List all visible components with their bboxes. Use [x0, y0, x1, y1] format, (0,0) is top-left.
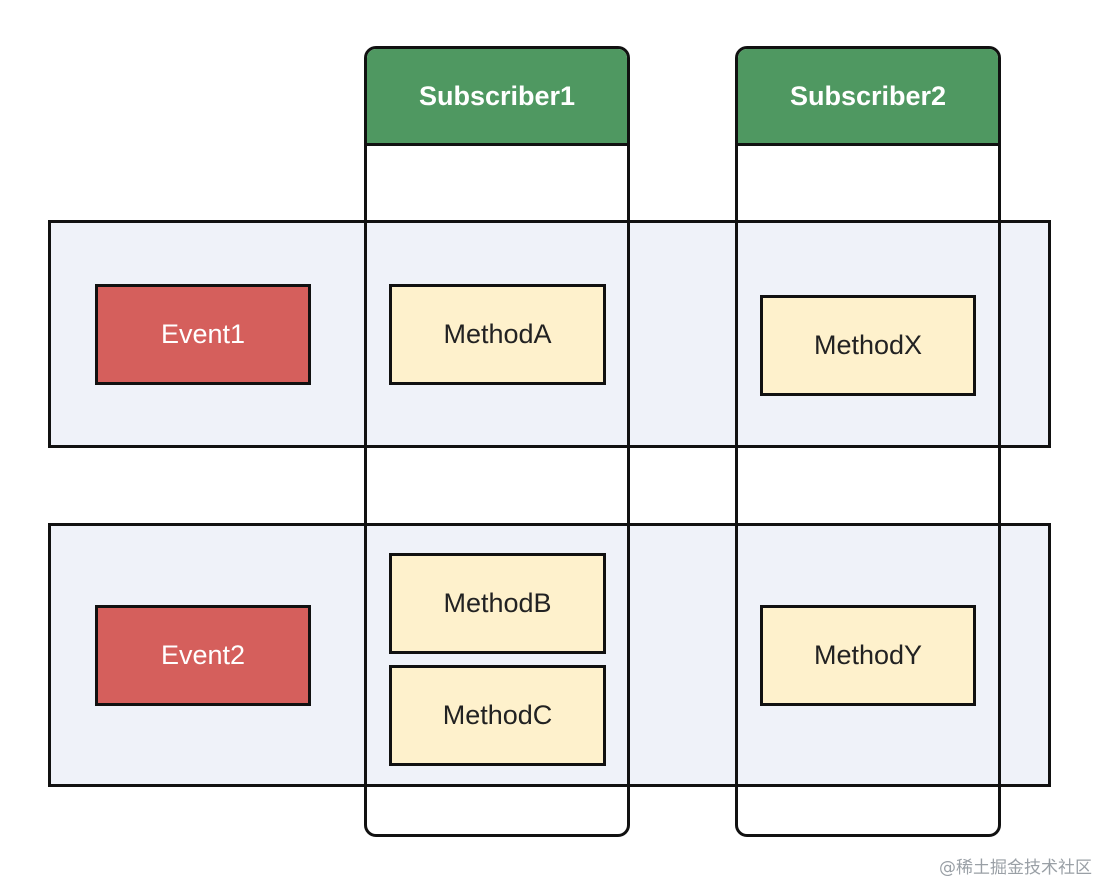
event-2-box: Event2	[95, 605, 311, 706]
event-1-box: Event1	[95, 284, 311, 385]
watermark-text: @稀土掘金技术社区	[939, 858, 1092, 878]
method-c-box: MethodC	[389, 665, 606, 766]
method-x-box: MethodX	[760, 295, 976, 396]
subscriber-column-2: Subscriber2	[735, 46, 1001, 837]
subscriber-column-1: Subscriber1	[364, 46, 630, 837]
subscriber-2-header: Subscriber2	[738, 49, 998, 146]
method-b-box: MethodB	[389, 553, 606, 654]
method-a-box: MethodA	[389, 284, 606, 385]
subscriber-1-header: Subscriber1	[367, 49, 627, 146]
method-y-box: MethodY	[760, 605, 976, 706]
